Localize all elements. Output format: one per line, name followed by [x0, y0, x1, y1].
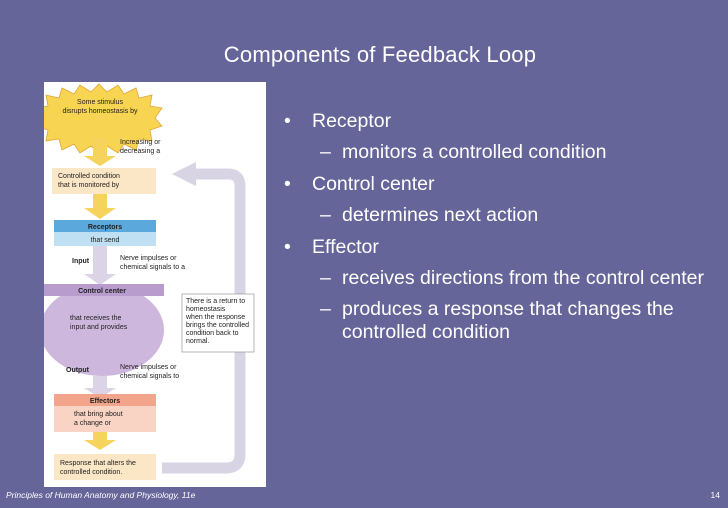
return-note-2: homeostasis: [186, 306, 226, 313]
sub-bullet: –determines next action: [320, 204, 539, 226]
effectors-body: [54, 406, 156, 432]
page-number: 14: [710, 490, 720, 500]
feedback-loop-diagram: Some stimulus disrupts homeostasis by In…: [44, 82, 266, 487]
return-note-4: brings the controlled: [186, 322, 249, 329]
return-note-3: when the response: [185, 314, 245, 321]
increasing-text-1: Increasing or: [120, 139, 161, 146]
response-text-2: controlled condition.: [60, 469, 122, 476]
return-note-6: normal.: [186, 338, 209, 345]
return-note-1: There is a return to: [186, 298, 245, 305]
controlled-text-2: that is monitored by: [58, 182, 120, 189]
nerve-out-text-2: chemical signals to: [120, 373, 179, 380]
controlled-condition-box: [52, 168, 156, 194]
response-text-1: Response that alters the: [60, 460, 136, 467]
sub-bullet-text: monitors a controlled condition: [342, 141, 607, 163]
control-center-label: Control center: [78, 288, 126, 295]
output-arrow: [84, 388, 116, 398]
nerve-in-text-1: Nerve impulses or: [120, 255, 177, 262]
bullet-list: Receptor –monitors a controlled conditio…: [282, 110, 722, 344]
sub-bullet: –produces a response that changes the co…: [320, 298, 674, 343]
bring-about-text-1: that bring about: [74, 411, 123, 418]
sub-bullet-text: produces a response that changes the con…: [342, 298, 674, 343]
receives-text-1: that receives the: [70, 315, 121, 322]
down-arrow-3: [84, 440, 116, 450]
sub-bullet-text: receives directions from the control cen…: [342, 267, 704, 289]
receptors-label: Receptors: [88, 224, 122, 231]
down-arrow-1: [84, 156, 116, 166]
input-arrow: [84, 274, 116, 285]
sub-bullet: –receives directions from the control ce…: [320, 267, 704, 289]
footer-book-title: Principles of Human Anatomy and Physiolo…: [6, 490, 196, 500]
increasing-text-2: decreasing a: [120, 148, 160, 155]
sub-bullet-text: determines next action: [342, 204, 539, 226]
response-box: [54, 454, 156, 480]
bring-about-text-2: a change or: [74, 420, 112, 427]
bullet-receptor: Receptor: [282, 110, 722, 133]
return-arrowhead: [172, 162, 196, 186]
stimulus-text-1: Some stimulus: [77, 99, 123, 106]
return-note-5: condition back to: [186, 330, 239, 337]
receptors-body: [54, 232, 156, 246]
effectors-header: [54, 394, 156, 406]
return-note-box: [181, 293, 255, 353]
receptors-header: [54, 220, 156, 232]
input-label: Input: [72, 258, 90, 265]
receives-text-2: input and provides: [70, 324, 128, 331]
control-center-ellipse: [44, 284, 164, 376]
sub-bullet: –monitors a controlled condition: [320, 141, 607, 163]
stimulus-text-2: disrupts homeostasis by: [62, 108, 138, 115]
nerve-in-text-2: chemical signals to a: [120, 264, 185, 271]
bullet-effector: Effector: [282, 236, 722, 259]
controlled-text-1: Controlled condition: [58, 173, 120, 180]
down-arrow-2: [84, 208, 116, 219]
that-send-text: that send: [91, 237, 120, 244]
control-center-header: [44, 284, 164, 296]
bullet-control-center: Control center: [282, 173, 722, 196]
effectors-label: Effectors: [90, 398, 120, 405]
slide-title: Components of Feedback Loop: [223, 42, 537, 67]
nerve-out-text-1: Nerve impulses or: [120, 364, 177, 371]
output-label: Output: [66, 367, 90, 374]
